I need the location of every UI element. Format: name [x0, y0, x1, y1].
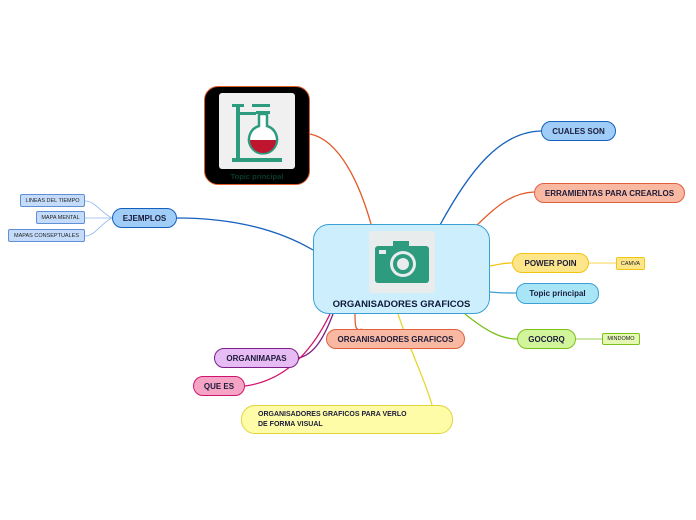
connector-lineas	[84, 200, 113, 219]
image-topic-label: Topic principal	[230, 172, 284, 181]
topic-organisadores[interactable]: ORGANISADORES GRAFICOS	[326, 329, 465, 349]
subtopic-lineas-del-tiempo[interactable]: LINEAS DEL TIEMPO	[20, 194, 85, 207]
topic-gocorq[interactable]: GOCORQ	[517, 329, 576, 349]
topic-power-poin[interactable]: POWER POIN	[512, 253, 589, 273]
camera-icon	[368, 231, 435, 293]
topic-ejemplos[interactable]: EJEMPLOS	[112, 208, 177, 228]
topic-que-es[interactable]: QUE ES	[193, 376, 245, 396]
connector-power-poin	[489, 262, 513, 267]
connector-ejemplos	[176, 217, 314, 251]
topic-verlo-line-1: ORGANISADORES GRAFICOS PARA VERLO	[258, 410, 407, 418]
connector-organisadores	[354, 313, 363, 331]
central-topic-title: ORGANISADORES GRAFICOS	[332, 299, 471, 310]
topic-verlo[interactable]: ORGANISADORES GRAFICOS PARA VERLO DE FOR…	[241, 405, 453, 434]
topic-verlo-line-2: DE FORMA VISUAL	[258, 420, 323, 428]
subtopic-canva[interactable]: CAMVA	[616, 257, 645, 270]
connector-cuales-son	[439, 130, 542, 226]
topic-organimapas[interactable]: ORGANIMAPAS	[214, 348, 299, 368]
central-topic[interactable]: ORGANISADORES GRAFICOS	[313, 224, 490, 314]
connector-topic-principal	[489, 291, 517, 294]
subtopic-mapa-mental[interactable]: MAPA MENTAL	[36, 211, 85, 224]
connector-image-topic	[309, 133, 372, 225]
subtopic-mapas-conceptuales[interactable]: MAPAS CONSEPTUALES	[8, 229, 85, 242]
topic-cuales-son[interactable]: CUALES SON	[541, 121, 616, 141]
connector-mapas-conceptuales	[84, 217, 113, 237]
subtopic-mindomo[interactable]: MINDOMO	[602, 333, 640, 345]
topic-principal[interactable]: Topic principal	[516, 283, 599, 304]
topic-herramientas[interactable]: ERRAMIENTAS PARA CREARLOS	[534, 183, 685, 203]
chemistry-flask-icon	[219, 93, 295, 169]
connector-verlo	[397, 313, 433, 406]
image-topic[interactable]: Topic principal	[204, 86, 310, 185]
connector-gocorq	[464, 313, 518, 340]
connector-herramientas	[475, 191, 535, 227]
